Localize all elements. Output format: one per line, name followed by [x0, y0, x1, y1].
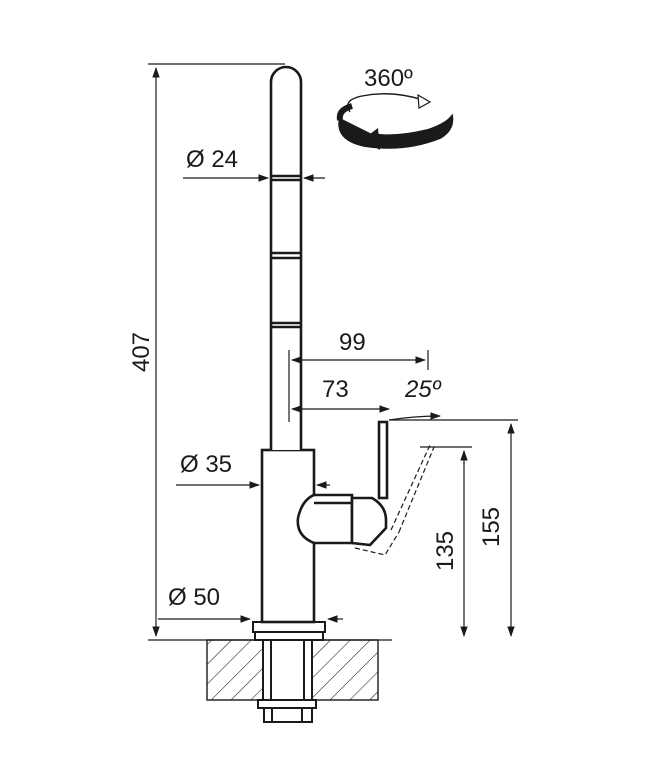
lever-angle-label: 25º — [404, 376, 442, 403]
rotation-arrow-icon — [336, 93, 454, 150]
dim-lever-height — [420, 446, 472, 638]
base-diameter-label: Ø 50 — [168, 584, 220, 611]
dim-lever-angle — [388, 412, 442, 421]
spout-diameter-label: Ø 24 — [186, 146, 238, 173]
countertop — [206, 639, 379, 701]
base-ring — [252, 621, 326, 641]
lever-reach-label: 73 — [322, 376, 349, 403]
lever-rotated-outline — [354, 444, 435, 556]
dim-outlet-height — [389, 419, 518, 638]
spout-tube — [269, 65, 303, 450]
outlet-height-label: 155 — [478, 507, 505, 547]
total-height-label: 407 — [128, 332, 155, 372]
spout-reach-label: 99 — [339, 329, 366, 356]
body-diameter-label: Ø 35 — [180, 451, 232, 478]
dim-total-height — [148, 63, 392, 641]
rotation-label: 360º — [364, 65, 413, 92]
dim-spout-reach — [288, 350, 429, 422]
lever-height-label: 135 — [432, 531, 459, 571]
mounting-shank — [257, 639, 317, 723]
lever-handle — [296, 420, 389, 547]
faucet-body — [260, 448, 316, 624]
